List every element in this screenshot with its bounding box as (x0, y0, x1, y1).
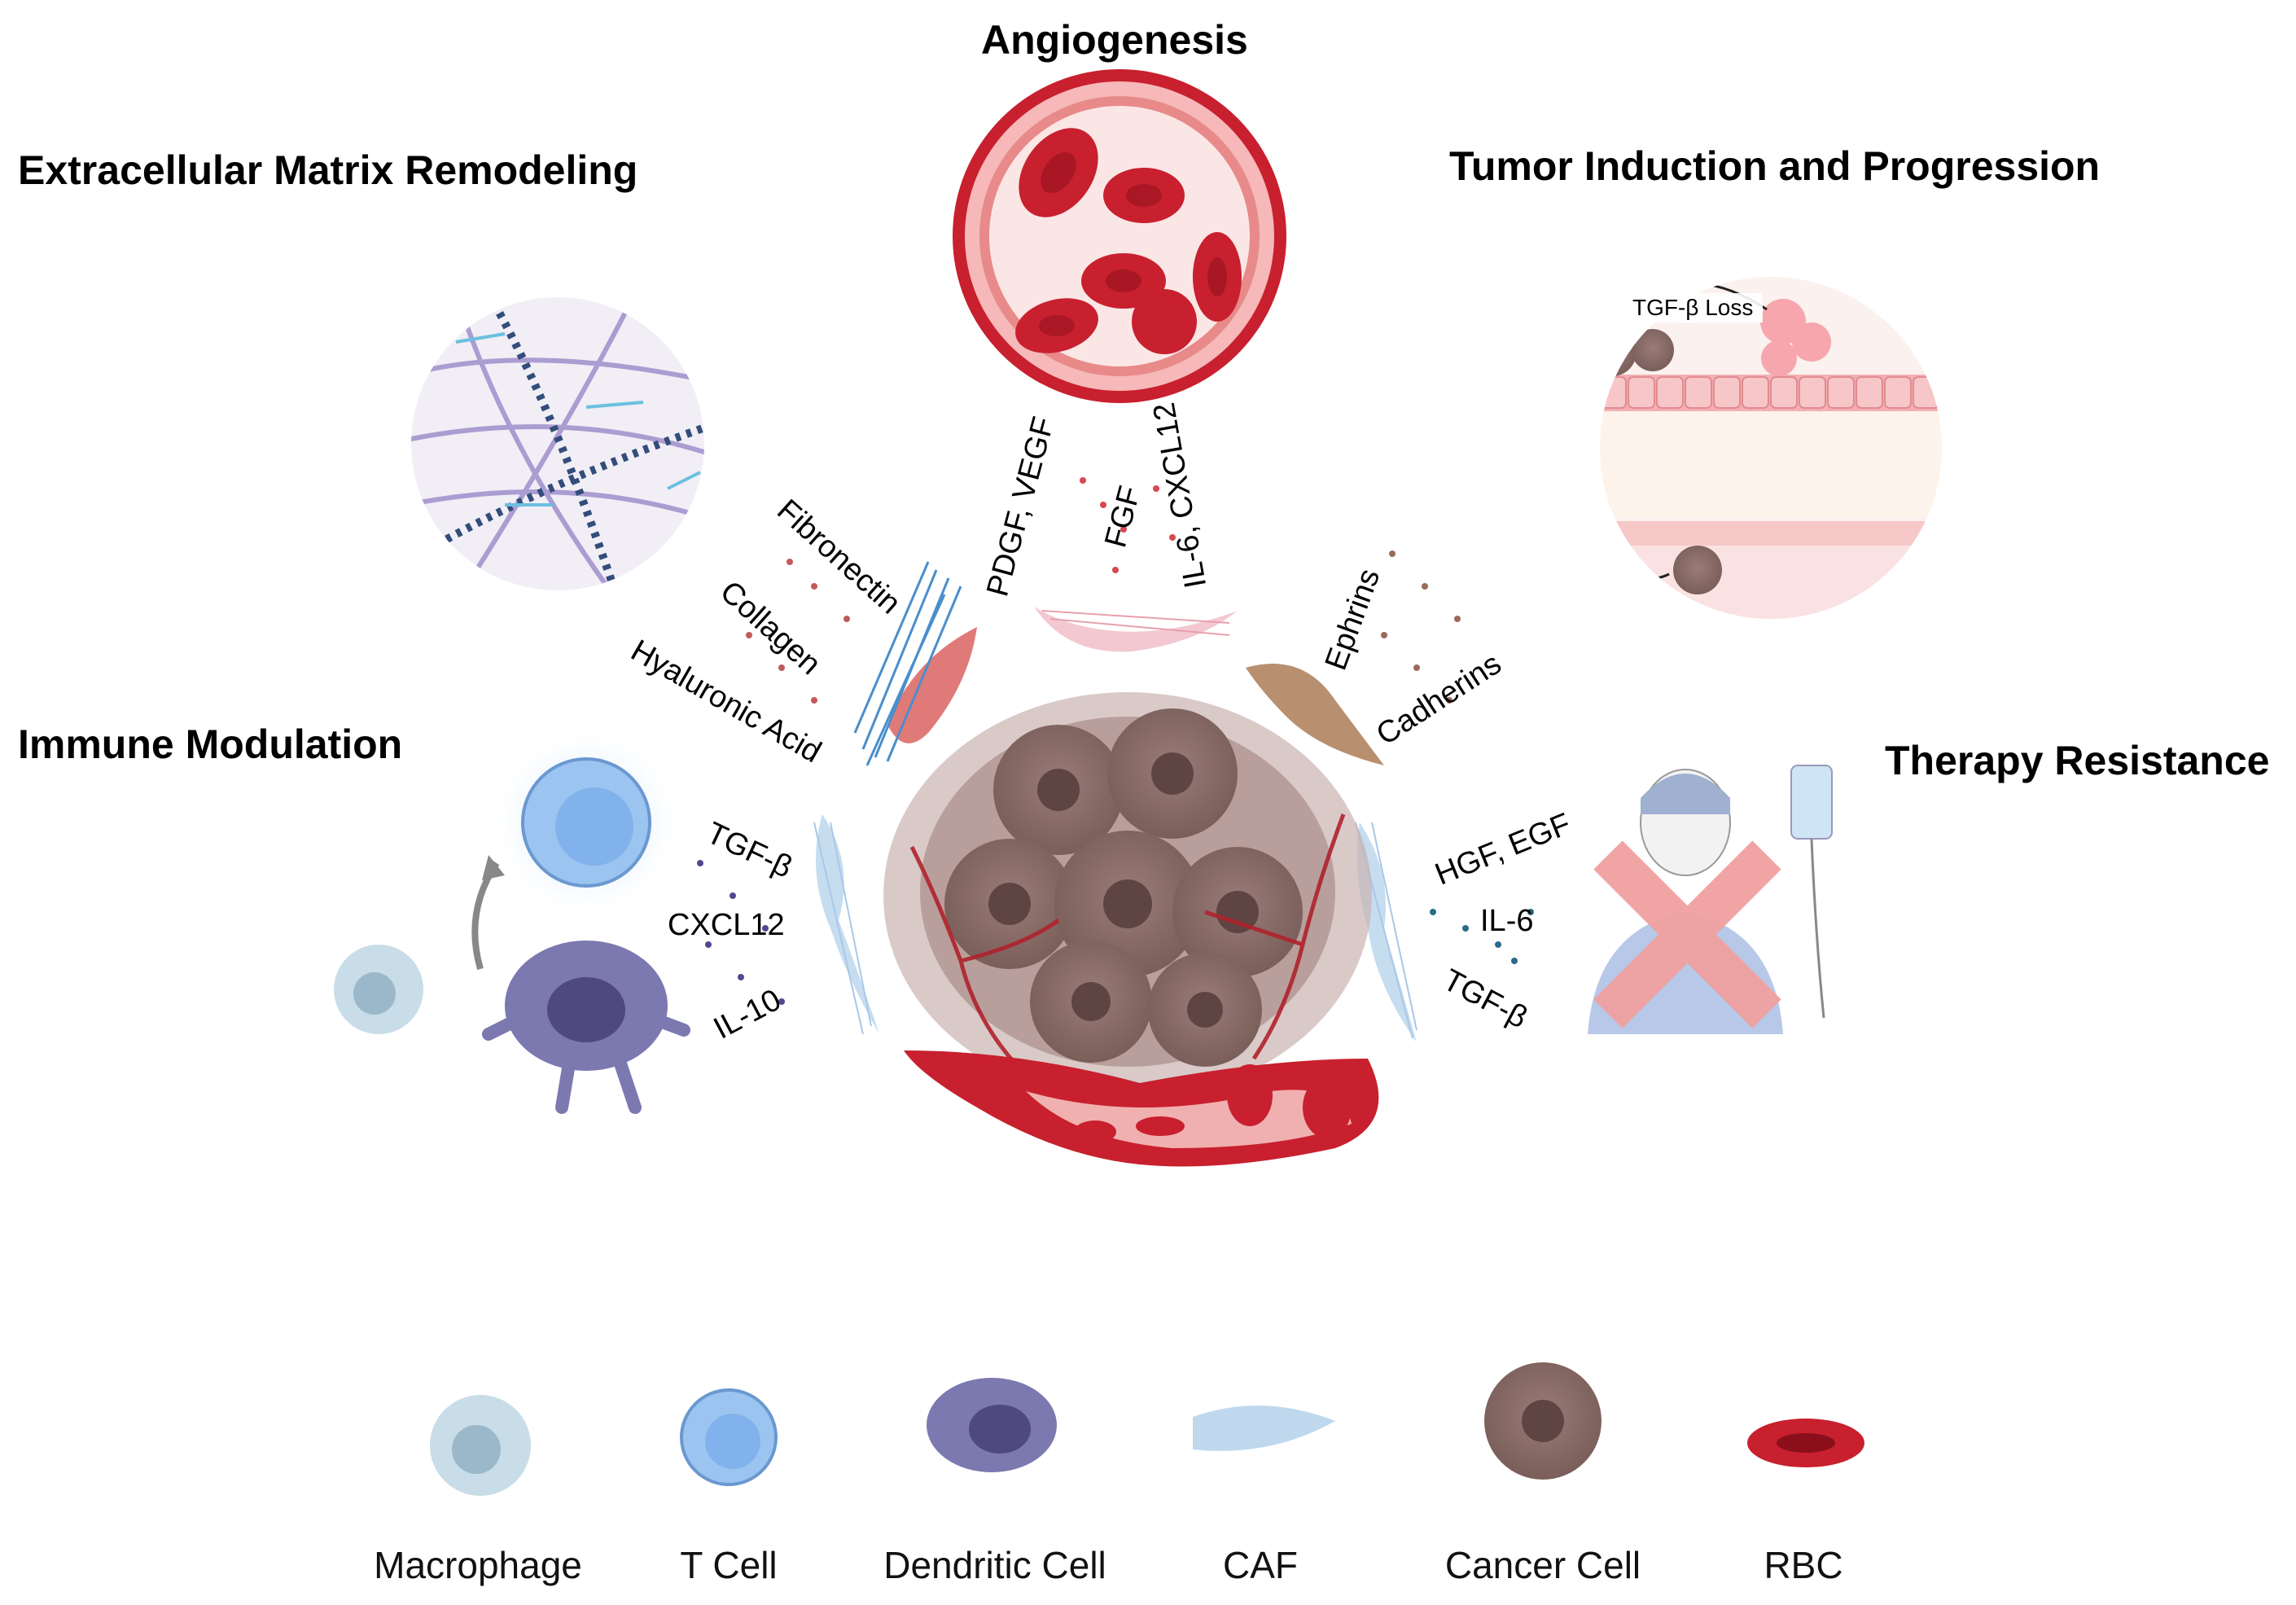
caf-blue-left (813, 814, 879, 1035)
title-tumor-induction: Tumor Induction and Progression (1449, 143, 2101, 189)
rbc-icon (1747, 1419, 1864, 1467)
title-therapy-resistance: Therapy Resistance (1885, 738, 2270, 783)
tumor-progression-circle (1600, 277, 1942, 619)
macrophage-icon (430, 1395, 531, 1496)
label-cxcl12: CXCL12 (668, 908, 785, 942)
t-cell-icon (680, 1388, 778, 1486)
legend-dendritic-cell: Dendritic Cell (883, 1544, 1106, 1586)
ecm-matrix-circle (411, 297, 704, 590)
legend-caf: CAF (1223, 1544, 1298, 1586)
label-il6: IL-6 (1480, 904, 1534, 938)
title-immune-modulation: Immune Modulation (18, 721, 403, 767)
legend-macrophage: Macrophage (374, 1544, 582, 1586)
caf-tan (1246, 664, 1384, 765)
caf-icon (1193, 1405, 1335, 1451)
legend-cancer-cell: Cancer Cell (1444, 1544, 1641, 1586)
tumor-mass (883, 692, 1372, 1099)
dendritic-cell-icon (927, 1378, 1057, 1472)
blood-vessel (904, 1050, 1379, 1167)
legend-icons (430, 1362, 1864, 1496)
title-ecm-remodeling: Extracellular Matrix Remodeling (18, 147, 638, 193)
vessel-cross-section (953, 69, 1286, 403)
label-tgfb-loss: TGF-β Loss (1632, 295, 1754, 320)
legend-rbc: RBC (1764, 1544, 1843, 1586)
immune-cells (334, 725, 690, 1114)
patient (1588, 765, 1833, 1034)
title-angiogenesis: Angiogenesis (981, 17, 1248, 63)
cancer-cell-icon (1484, 1362, 1602, 1480)
legend-t-cell: T Cell (680, 1544, 778, 1586)
cross-mark-icon (1593, 840, 1781, 1028)
caf-red (853, 561, 977, 766)
signal-dots (697, 477, 1534, 1005)
caf-top (1034, 607, 1238, 652)
